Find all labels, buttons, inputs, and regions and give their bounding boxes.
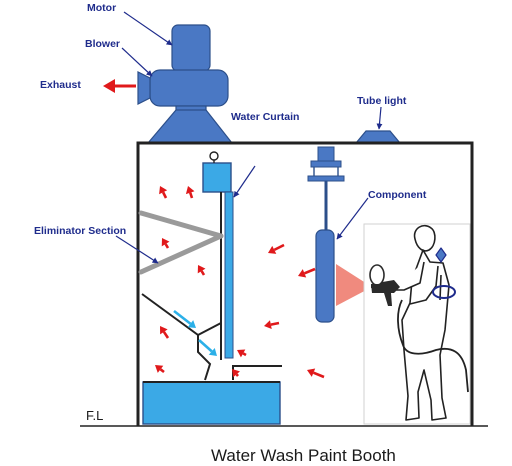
- airflow-arrow: [298, 267, 316, 278]
- eliminator-section-label: Eliminator Section: [34, 225, 126, 237]
- water-curtain-label: Water Curtain: [231, 111, 299, 123]
- component-label: Component: [368, 189, 427, 201]
- water-channel: [141, 293, 282, 381]
- exhaust-label: Exhaust: [40, 79, 81, 91]
- water-curtain: [202, 151, 234, 360]
- blower: [149, 69, 229, 107]
- blower-label: Blower: [85, 38, 120, 50]
- motor-label: Motor: [87, 2, 116, 14]
- booth-outline: [136, 141, 474, 426]
- spray-gun: [369, 264, 400, 306]
- airflow-arrow: [197, 265, 206, 276]
- exhaust-arrow: [103, 79, 136, 93]
- airflow-arrow: [307, 368, 325, 379]
- blower-outlet: [137, 71, 151, 105]
- water-flow-arrows: [173, 309, 217, 356]
- airflow-arrow: [155, 365, 165, 374]
- diagram-caption: Water Wash Paint Booth: [211, 446, 396, 465]
- eliminator-baffles: [138, 210, 224, 275]
- component: [315, 229, 335, 323]
- water-flow-arrow: [198, 339, 217, 356]
- airflow-arrow: [161, 238, 170, 249]
- spray-cone: [336, 264, 372, 306]
- airflow-arrow: [160, 326, 170, 339]
- exhaust-assembly: [103, 24, 234, 144]
- component-hanger: [307, 146, 345, 323]
- airflow-arrow: [264, 320, 280, 330]
- water-flow-arrow: [173, 309, 196, 328]
- airflow-arrows: [155, 186, 325, 379]
- label-pointers: [115, 11, 383, 264]
- motor: [171, 24, 211, 72]
- airflow-arrow: [237, 349, 247, 358]
- airflow-arrow: [232, 369, 240, 378]
- booth-walls: [80, 141, 488, 427]
- floor-level-label: F.L: [86, 408, 103, 423]
- tube-light-label: Tube light: [357, 95, 407, 107]
- airflow-arrow: [185, 186, 195, 199]
- painter-figure: [392, 224, 469, 421]
- airflow-arrow: [159, 186, 168, 199]
- airflow-arrow: [268, 243, 285, 254]
- tube-light: [354, 130, 402, 144]
- exhaust-hood: [146, 109, 234, 144]
- water-tank: [142, 381, 281, 425]
